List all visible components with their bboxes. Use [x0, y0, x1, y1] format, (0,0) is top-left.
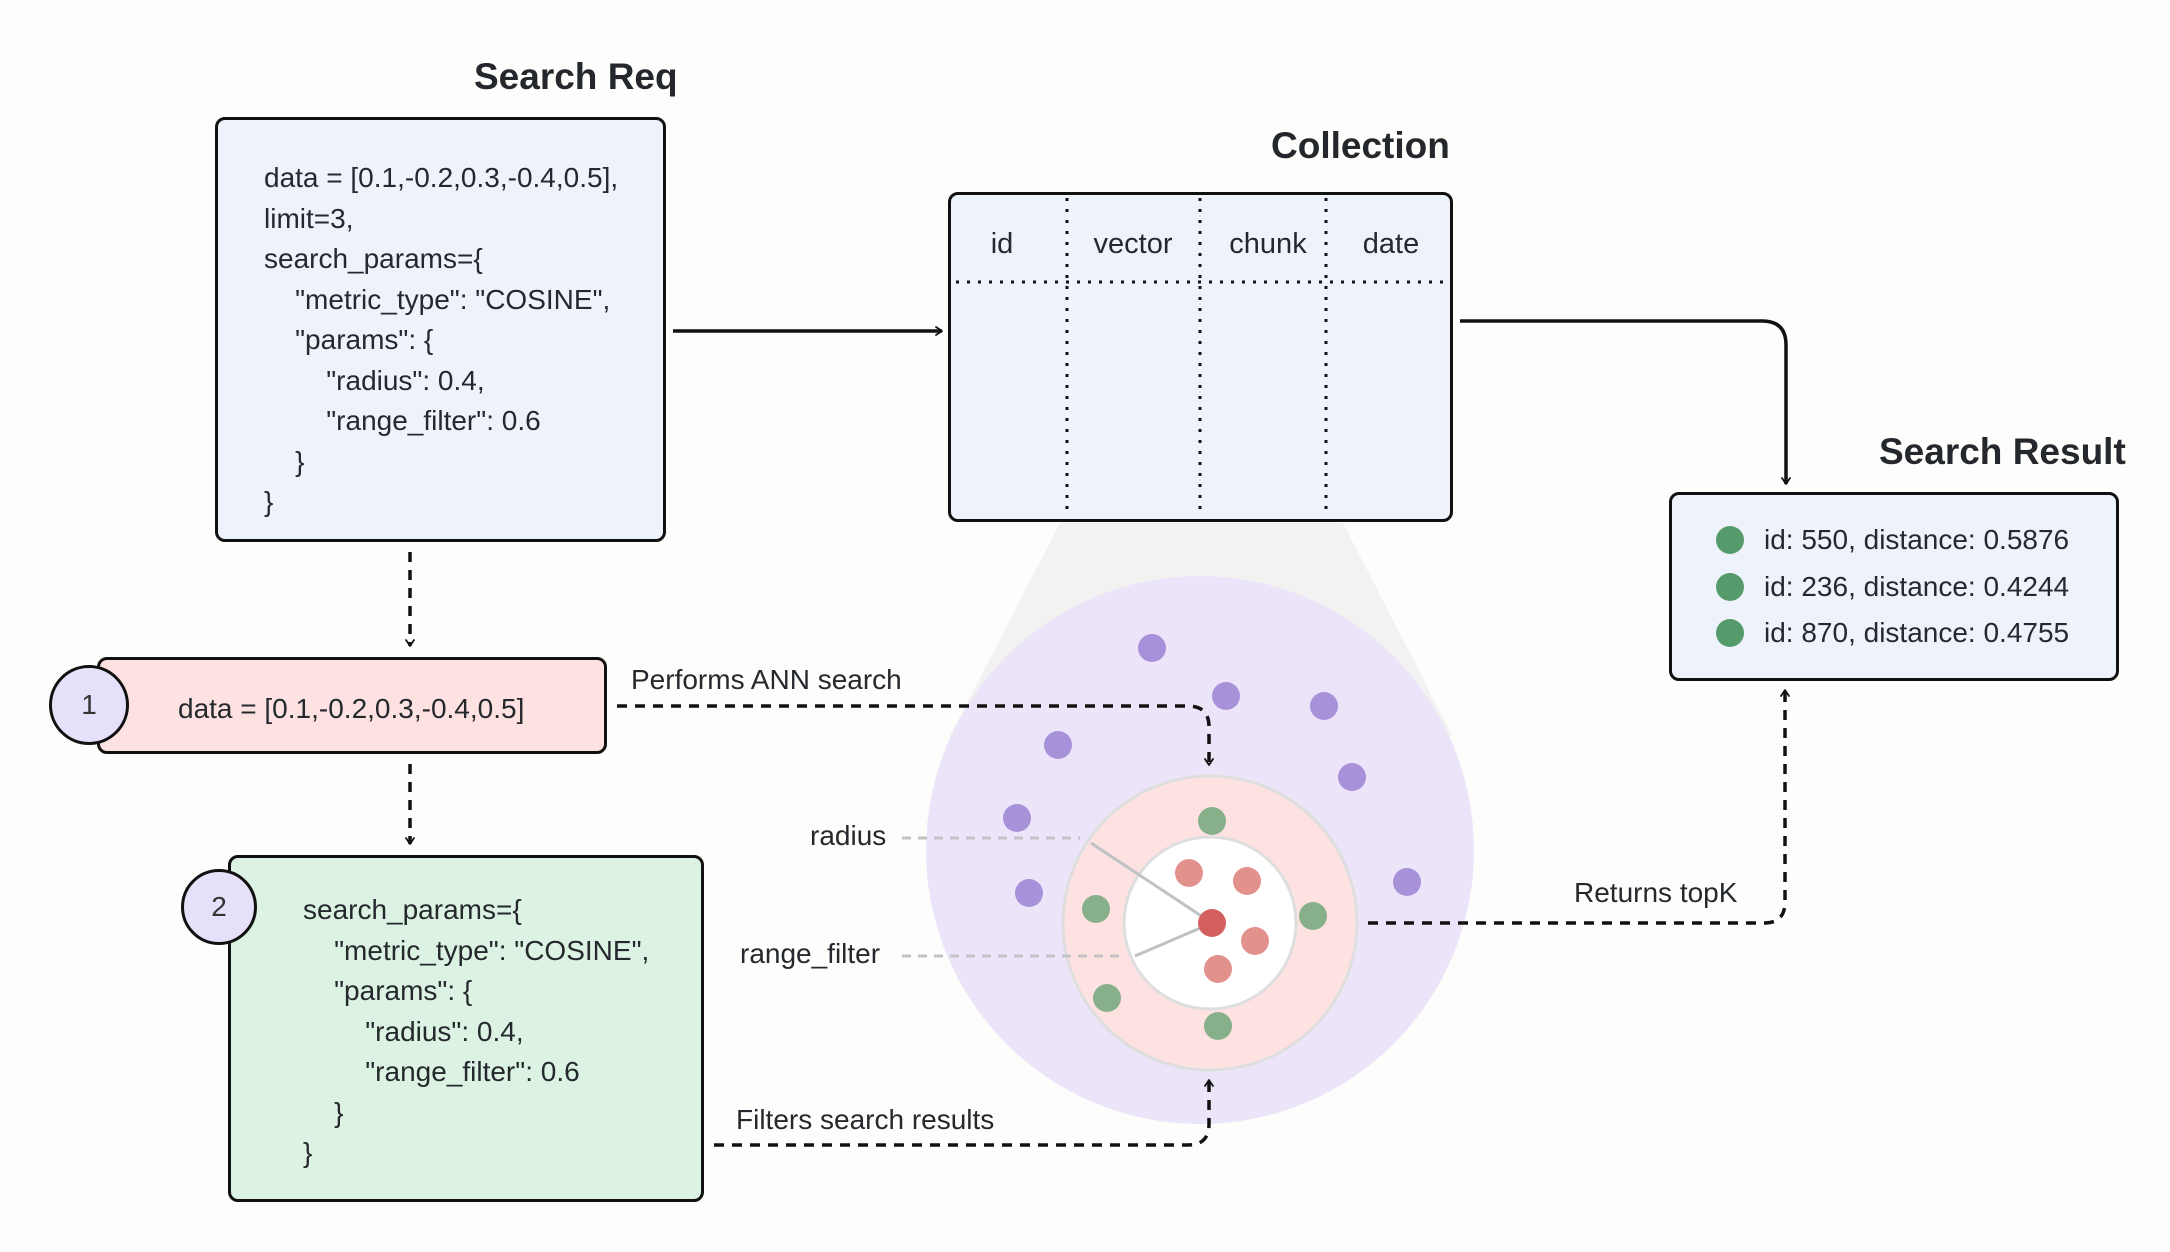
search-result-item: id: 870, distance: 0.4755 [1716, 617, 2069, 649]
column-header-date: date [1362, 228, 1420, 260]
search-req-code-line: "range_filter": 0.6 [264, 405, 541, 436]
search-req-code-line: } [264, 486, 274, 517]
range-filter-label: range_filter [740, 938, 881, 969]
filters-label: Filters search results [736, 1104, 995, 1135]
purple-vector-point [1212, 682, 1240, 710]
result-label: id: 236, distance: 0.4244 [1764, 570, 2070, 602]
step2-code-line: "radius": 0.4, [303, 1015, 524, 1047]
purple-vector-point [1393, 868, 1421, 896]
green-vector-point [1198, 807, 1226, 835]
purple-points-group [1003, 634, 1421, 907]
column-header-id: id [990, 228, 1014, 260]
search-req-code: data = [0.1,-0.2,0.3,-0.4,0.5], limit=3, s… [264, 158, 618, 523]
result-dot-icon [1716, 619, 1744, 647]
search-req-code-line: "params": { [264, 324, 434, 355]
step1-box: data = [0.1,-0.2,0.3,-0.4,0.5] [97, 657, 607, 754]
result-label: id: 550, distance: 0.5876 [1764, 524, 2070, 555]
search-result-title: Search Result [1879, 431, 2126, 472]
column-header-chunk: chunk [1229, 228, 1307, 260]
search-req-code-line: data = [0.1,-0.2,0.3,-0.4,0.5], [264, 162, 619, 193]
search-req-code-line: } [264, 445, 305, 477]
arrow-returns-topk [1368, 689, 1790, 925]
step2-search-params: search_params={ "metric_type": "COSINE",… [303, 890, 649, 1174]
search-req-box: data = [0.1,-0.2,0.3,-0.4,0.5], limit=3, s… [215, 117, 666, 542]
step2-code-line: search_params={ [303, 894, 522, 925]
excluded-vector-point [1175, 859, 1203, 887]
arrow-collection-to-result [1460, 319, 1791, 485]
purple-vector-point [1138, 634, 1166, 662]
excluded-points-group [1175, 859, 1269, 983]
excluded-vector-point [1233, 867, 1261, 895]
search-req-code-line: limit=3, [264, 202, 354, 234]
search-result-item: id: 236, distance: 0.4244 [1716, 571, 2069, 603]
returns-topk-label: Returns topK [1574, 877, 1738, 908]
query-vector-point [1198, 909, 1226, 937]
excluded-vector-point [1204, 955, 1232, 983]
arrow-filters [714, 1079, 1214, 1147]
radius-line [1090, 841, 1213, 925]
search-req-title: Search Req [474, 56, 678, 97]
collection-title: Collection [1271, 125, 1450, 166]
step2-code-line: "range_filter": 0.6 [303, 1056, 580, 1087]
search-req-code-line: "radius": 0.4, [264, 364, 485, 396]
step1-query-vector: data = [0.1,-0.2,0.3,-0.4,0.5] [178, 693, 525, 724]
green-vector-point [1299, 902, 1327, 930]
search-result-item: id: 550, distance: 0.5876 [1716, 524, 2069, 556]
green-vector-point [1093, 984, 1121, 1012]
result-dot-icon [1716, 572, 1744, 601]
collection-grid [956, 198, 1444, 516]
purple-vector-point [1003, 804, 1031, 832]
step2-code-line: "params": { [303, 975, 473, 1006]
step2-badge: 2 [181, 869, 257, 945]
green-vector-point [1204, 1012, 1232, 1040]
purple-vector-point [1338, 763, 1366, 791]
purple-vector-point [1015, 879, 1043, 907]
search-result-box: id: 550, distance: 0.5876 id: 236, distan… [1669, 492, 2119, 681]
result-label: id: 870, distance: 0.4755 [1764, 617, 2070, 648]
collection-box: id vector chunk date [948, 192, 1453, 522]
green-vector-point [1082, 895, 1110, 923]
step2-box: search_params={ "metric_type": "COSINE",… [228, 855, 704, 1202]
step2-code-line: } [303, 1137, 313, 1168]
radius-label: radius [810, 820, 887, 851]
green-points-group [1082, 807, 1327, 1040]
step2-code-line: "metric_type": "COSINE", [303, 934, 650, 966]
purple-vector-point [1310, 692, 1338, 720]
step1-badge: 1 [49, 665, 129, 745]
result-dot-icon [1716, 526, 1744, 554]
step2-code-line: } [303, 1096, 344, 1128]
excluded-vector-point [1241, 927, 1269, 955]
purple-vector-point [1044, 731, 1072, 759]
ann-search-label: Performs ANN search [631, 664, 902, 695]
search-req-code-line: "metric_type": "COSINE", [264, 283, 611, 315]
column-header-vector: vector [1093, 228, 1173, 260]
search-req-code-line: search_params={ [264, 243, 483, 274]
